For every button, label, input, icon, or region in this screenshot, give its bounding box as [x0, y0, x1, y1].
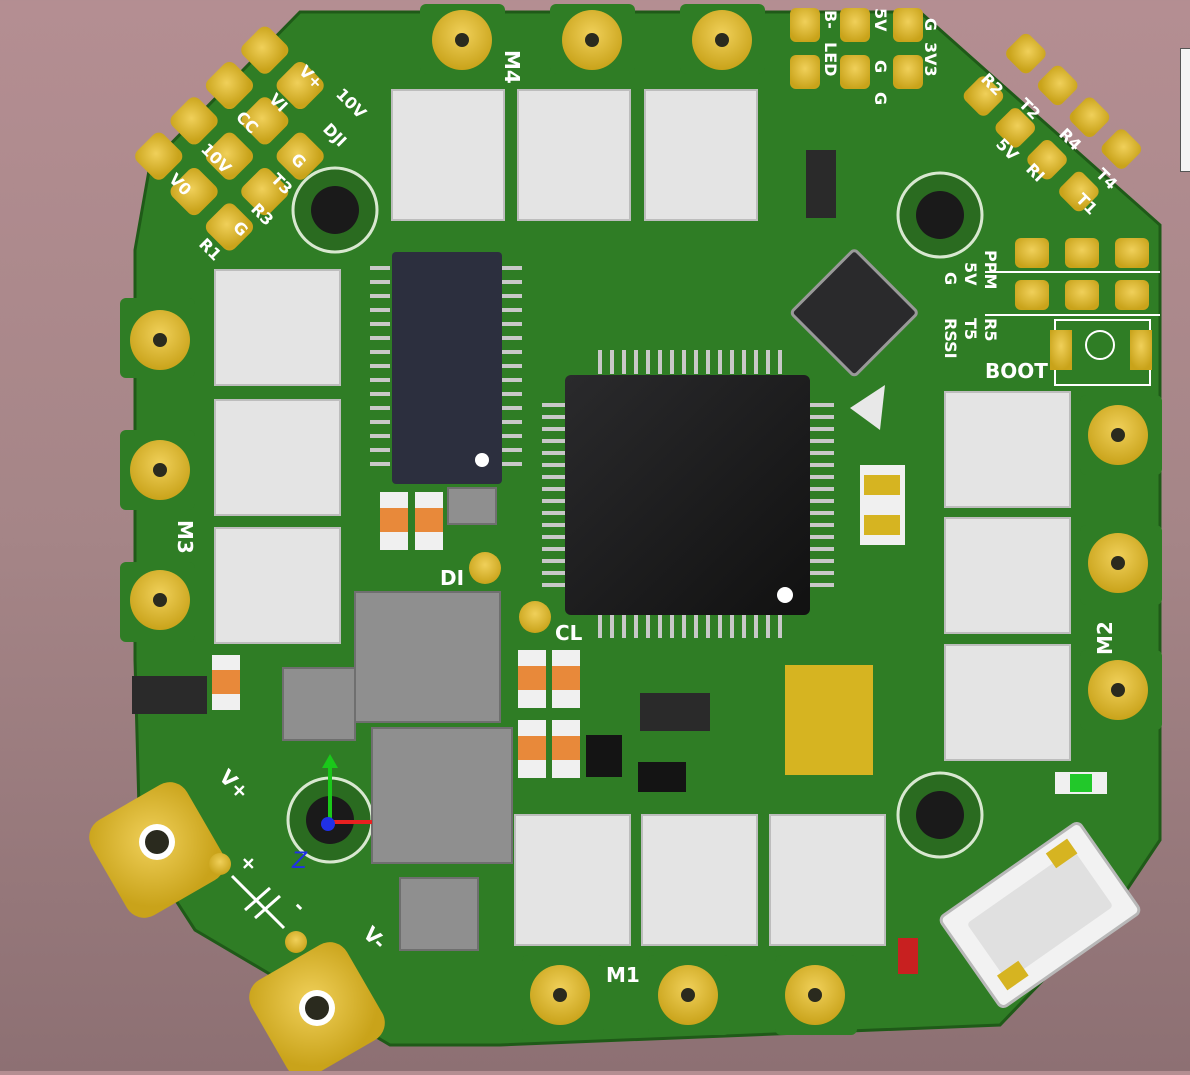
- svg-text:LED: LED: [821, 42, 840, 76]
- motor-m2-pads: [1080, 395, 1162, 730]
- orientation-arrow: [850, 385, 885, 430]
- svg-text:G: G: [941, 272, 960, 285]
- usb-connector: [939, 822, 1141, 1008]
- mounting-holes: [286, 166, 984, 864]
- mosfets: [214, 89, 1071, 946]
- svg-text:G: G: [871, 92, 890, 105]
- signal-pads: DI CL: [440, 552, 583, 645]
- top-left-pad-grid: [135, 26, 324, 251]
- label-m1: M1: [606, 963, 640, 987]
- mcu-chip: [542, 350, 834, 638]
- svg-text:Z: Z: [291, 849, 308, 874]
- right-rx-labels: PPM 5V G R5 T5 RSSI: [941, 250, 1000, 359]
- capacitors: [132, 150, 918, 974]
- axis-gizmo: Z: [291, 754, 372, 874]
- voltage-regulator: [785, 665, 873, 775]
- boot-label: BOOT: [985, 359, 1048, 383]
- svg-text:G: G: [921, 18, 940, 31]
- svg-text:B-: B-: [821, 10, 840, 29]
- top-right-pads: [790, 8, 1142, 212]
- flash-chip: [370, 252, 522, 484]
- svg-text:G: G: [871, 60, 890, 73]
- svg-text:T5: T5: [961, 318, 980, 340]
- label-m4: M4: [500, 50, 524, 84]
- svg-text:5V: 5V: [871, 8, 890, 32]
- di-label: DI: [440, 566, 464, 590]
- boot-pads: BOOT: [985, 319, 1152, 386]
- viewport-scroll-edge[interactable]: [1180, 48, 1190, 172]
- svg-text:5V: 5V: [961, 262, 980, 286]
- label-m3: M3: [173, 520, 197, 554]
- svg-text:PPM: PPM: [981, 250, 1000, 289]
- motor-m1-pads: [522, 955, 857, 1035]
- right-rx-pads: [985, 238, 1160, 316]
- svg-text:RSSI: RSSI: [941, 318, 960, 359]
- motor-m4-pads: [420, 4, 765, 74]
- battery-pads: [89, 782, 385, 1075]
- motor-m3-pads: [120, 298, 195, 642]
- svg-text:3V3: 3V3: [921, 42, 940, 77]
- cl-label: CL: [555, 621, 583, 645]
- inductors: [282, 487, 513, 951]
- gyro-chip: [790, 249, 918, 377]
- svg-text:R5: R5: [981, 318, 1000, 341]
- label-m2: M2: [1093, 621, 1117, 655]
